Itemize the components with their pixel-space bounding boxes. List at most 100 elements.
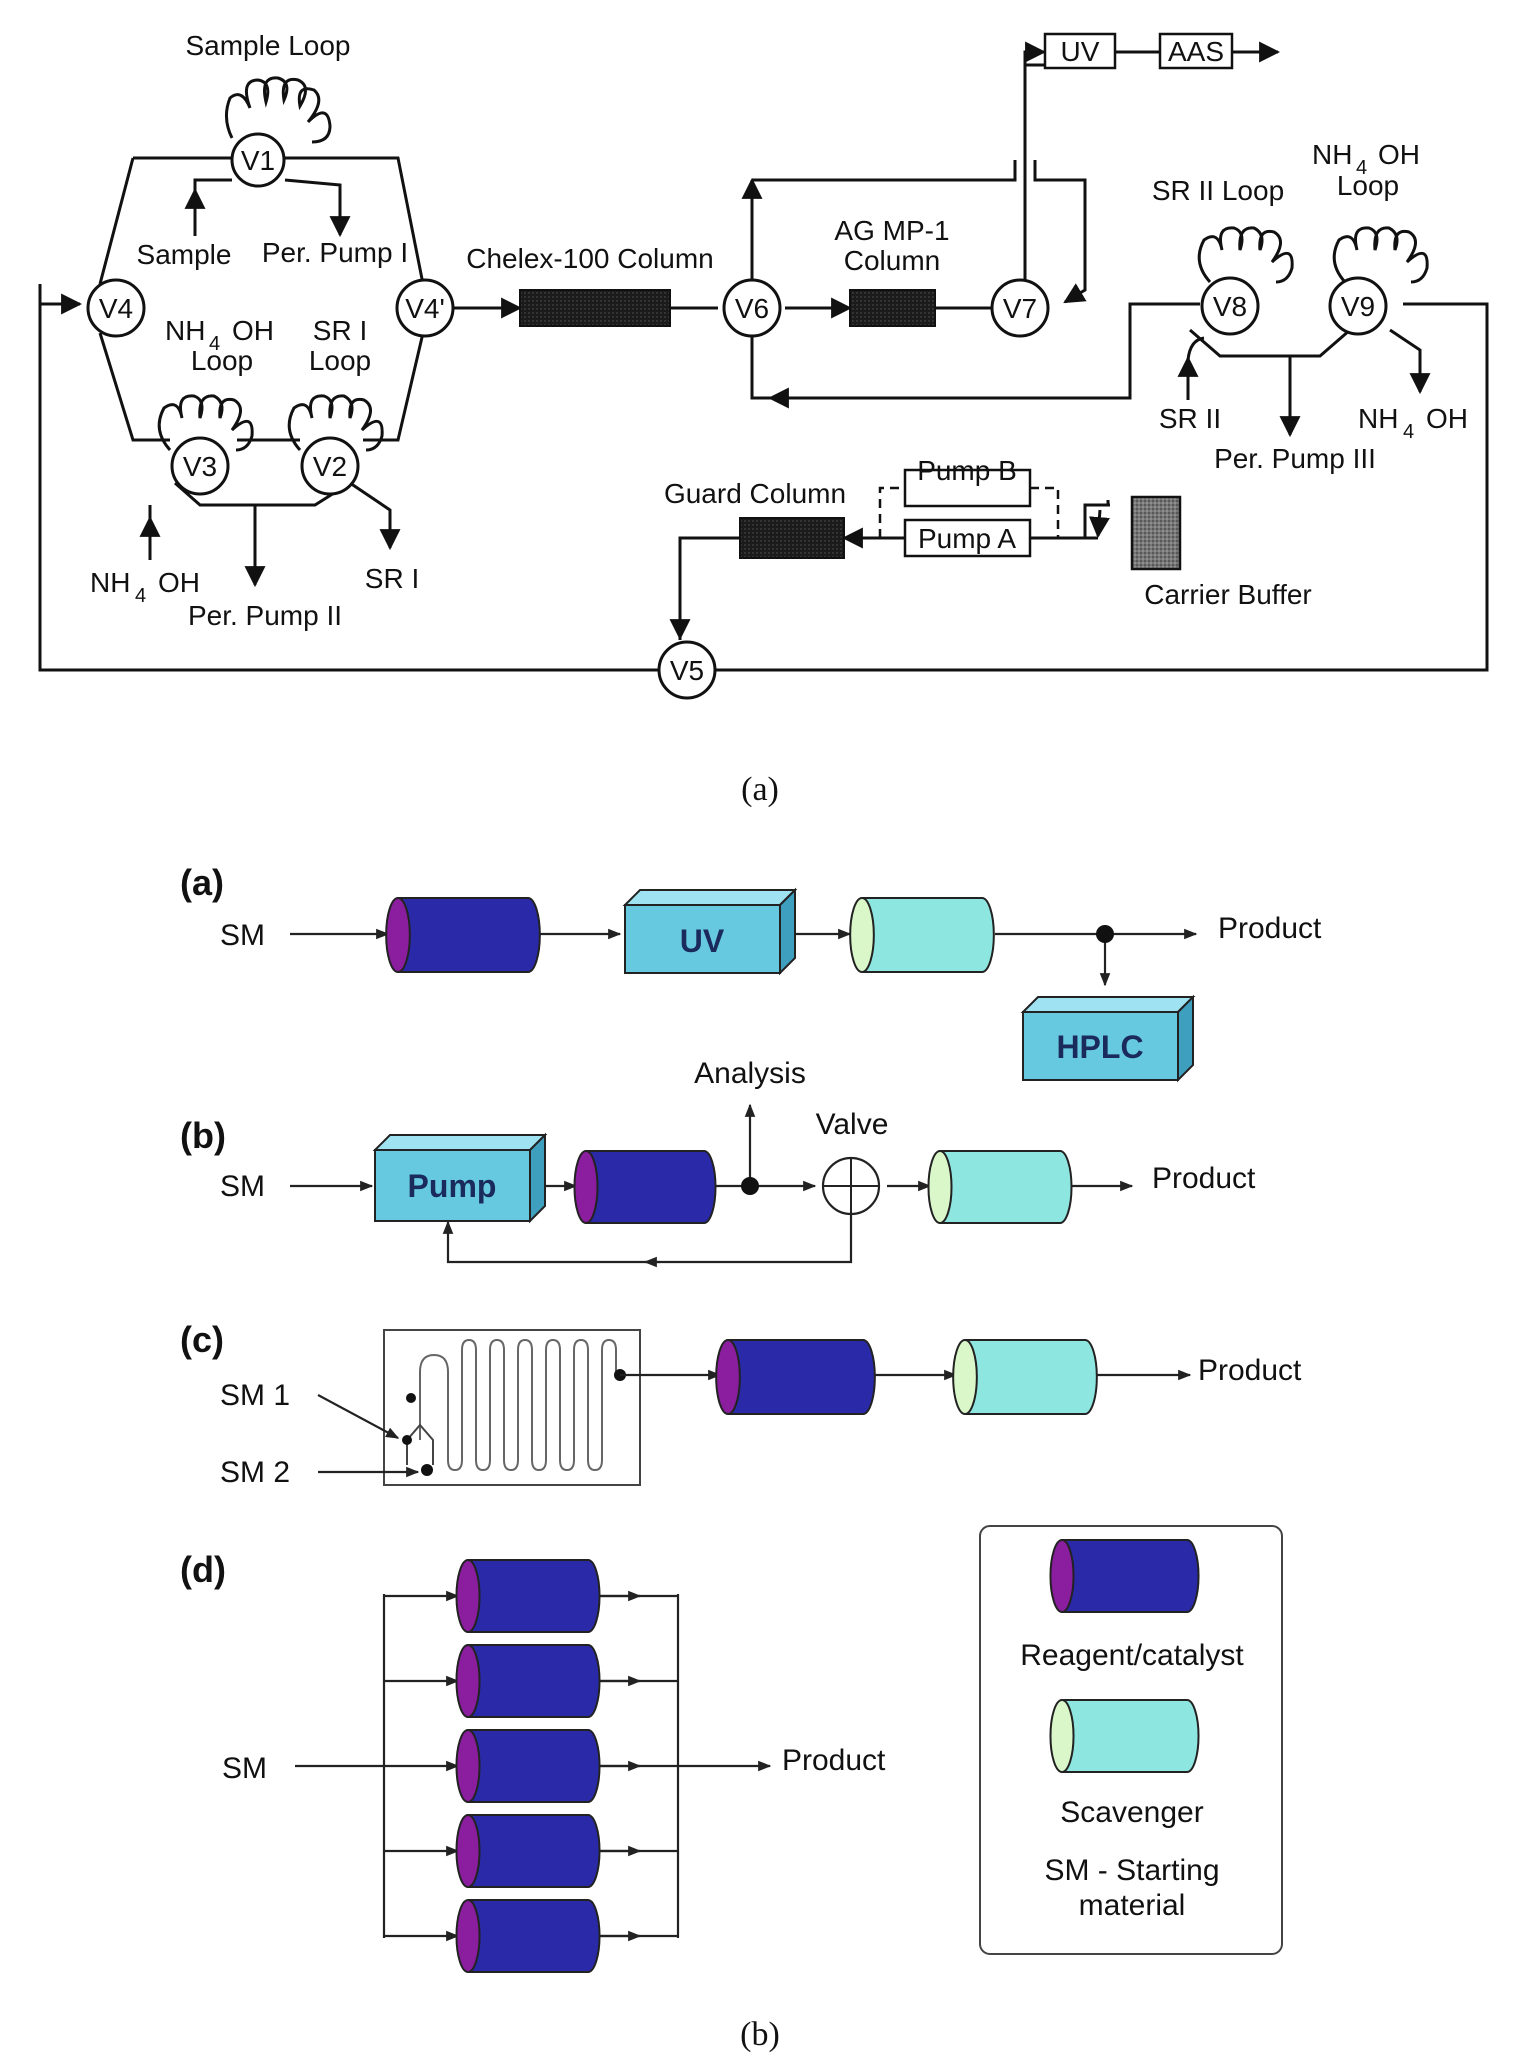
sub-a-reagent-column — [385, 897, 541, 973]
svg-text:UV: UV — [680, 923, 725, 959]
sub-d-product-label: Product — [782, 1744, 886, 1777]
sr2-label: SR II — [1159, 403, 1221, 434]
sr1-loop-coil — [287, 394, 384, 452]
sub-c-reagent-column — [715, 1339, 876, 1415]
sub-b-sm-label: SM — [220, 1170, 265, 1203]
svg-text:4: 4 — [1356, 157, 1367, 179]
nh4oh-loop-2-label: NH 4 OH Loop — [1312, 139, 1420, 201]
sub-c-product-label: Product — [1198, 1354, 1302, 1387]
aas-detector-box — [1158, 32, 1234, 70]
svg-text:4: 4 — [209, 333, 220, 355]
sub-c-scavenger-column — [952, 1339, 1098, 1415]
nh4oh-loop-2-coil — [1332, 226, 1429, 284]
sub-d-reagent-column — [455, 1644, 601, 1718]
caption-a: (a) — [741, 771, 779, 808]
svg-text:NH: NH — [1358, 403, 1398, 434]
sub-c-sm1-label: SM 1 — [220, 1379, 290, 1412]
valve-v7: V7 — [990, 278, 1050, 338]
sub-b-reagent-column — [573, 1150, 717, 1224]
legend-box: Reagent/catalyst Scavenger SM - Starting… — [979, 1525, 1283, 1955]
svg-text:NH: NH — [165, 315, 205, 346]
sub-b-valve-label: Valve — [816, 1108, 889, 1141]
pump-b-box — [903, 468, 1032, 508]
svg-text:SR I: SR I — [313, 315, 367, 346]
pump-b-label: Pump B — [917, 455, 1017, 486]
svg-text:V1: V1 — [241, 145, 275, 176]
valve-v8: V8 — [1200, 276, 1260, 336]
svg-text:V7: V7 — [1003, 293, 1037, 324]
sub-d-parallel-columns — [384, 1559, 678, 1973]
per-pump-2-label: Per. Pump II — [188, 600, 342, 631]
svg-text:V8: V8 — [1213, 291, 1247, 322]
nh4oh-loop-1-label: NH 4 OH Loop — [165, 315, 274, 376]
sub-a-sm-label: SM — [220, 919, 265, 952]
sub-d-label: (d) — [180, 1549, 226, 1590]
sub-a-label: (a) — [180, 862, 224, 903]
svg-text:HPLC: HPLC — [1056, 1029, 1143, 1065]
agmp1-column-label: AG MP-1 Column — [834, 215, 949, 276]
svg-text:V2: V2 — [313, 451, 347, 482]
svg-text:AG MP-1: AG MP-1 — [834, 215, 949, 246]
sub-d-reagent-column — [455, 1899, 601, 1973]
svg-text:OH: OH — [232, 315, 274, 346]
sr1-label: SR I — [365, 563, 419, 594]
sub-b-junction-dot — [741, 1177, 759, 1195]
sub-a-product-label: Product — [1218, 912, 1322, 945]
carrier-buffer-label: Carrier Buffer — [1144, 579, 1312, 610]
svg-text:Column: Column — [844, 245, 940, 276]
sub-b-product-label: Product — [1152, 1162, 1256, 1195]
nh4oh-1-label: NH 4 OH — [90, 567, 200, 607]
sr2-loop-coil — [1197, 226, 1294, 284]
panel-b-flow: (a) SM Product UV HPLC (b) SM — [180, 862, 1322, 2053]
svg-text:NH: NH — [1312, 139, 1352, 170]
caption-b: (b) — [740, 2016, 780, 2053]
svg-text:V6: V6 — [735, 293, 769, 324]
sub-d-sm-label: SM — [222, 1752, 267, 1785]
legend-scavenger-label: Scavenger — [1060, 1796, 1203, 1829]
guard-column-label: Guard Column — [664, 478, 846, 509]
legend-sm-def-line1: SM - Starting — [1044, 1854, 1219, 1887]
svg-text:Loop: Loop — [1337, 170, 1399, 201]
sub-a-scavenger-column — [849, 897, 995, 973]
svg-text:V4: V4 — [99, 293, 133, 324]
valve-v6: V6 — [722, 278, 782, 338]
svg-text:OH: OH — [1426, 403, 1468, 434]
sub-c-label: (c) — [180, 1319, 224, 1360]
carrier-buffer-bottle — [1130, 495, 1182, 571]
per-pump-1-label: Per. Pump I — [262, 237, 408, 268]
svg-text:OH: OH — [1378, 139, 1420, 170]
uv-detector-box — [1043, 32, 1117, 70]
valve-v2: V2 — [300, 436, 360, 496]
chelex-column-label: Chelex-100 Column — [466, 243, 713, 274]
valve-v4-prime: V4' — [395, 278, 455, 338]
sub-b-label: (b) — [180, 1115, 226, 1156]
per-pump-3-label: Per. Pump III — [1214, 443, 1376, 474]
sub-b-valve — [821, 1156, 881, 1216]
svg-text:OH: OH — [158, 567, 200, 598]
sub-d-reagent-column — [455, 1729, 601, 1803]
uv-label: UV — [1061, 36, 1100, 67]
legend-scavenger-swatch — [1049, 1699, 1200, 1773]
agmp1-column — [849, 289, 936, 327]
sample-label: Sample — [137, 239, 232, 270]
sample-loop-coil — [225, 76, 332, 144]
pump-a-box — [903, 518, 1032, 558]
sub-d-reagent-column — [455, 1559, 601, 1633]
svg-text:4: 4 — [135, 585, 146, 607]
sub-a-junction-dot — [1096, 925, 1114, 943]
sub-a-uv-box: UV — [622, 887, 798, 976]
sr1-loop-label: SR I Loop — [309, 315, 371, 376]
svg-text:V4': V4' — [405, 293, 445, 324]
sample-loop-label: Sample Loop — [185, 30, 350, 61]
valve-v1: V1 — [230, 132, 286, 188]
valve-v5: V5 — [657, 640, 717, 700]
nh4oh-2-label: NH 4 OH — [1358, 403, 1468, 443]
chelex-100-column — [519, 289, 671, 327]
svg-text:V5: V5 — [670, 655, 704, 686]
valve-v4: V4 — [86, 278, 146, 338]
legend-sm-def-line2: material — [1079, 1889, 1186, 1922]
legend-reagent-label: Reagent/catalyst — [1020, 1639, 1244, 1672]
legend-reagent-swatch — [1049, 1539, 1200, 1613]
sub-b-analysis-label: Analysis — [694, 1057, 806, 1090]
svg-text:V9: V9 — [1341, 291, 1375, 322]
